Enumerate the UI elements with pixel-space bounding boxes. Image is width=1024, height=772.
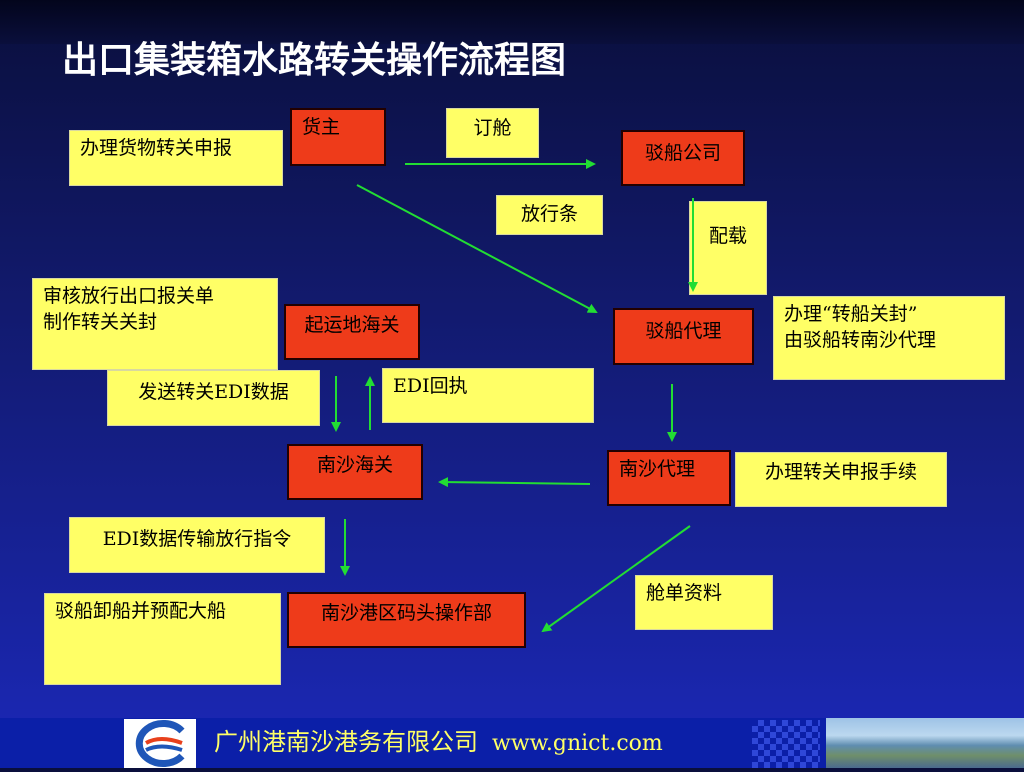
note-send-edi: 发送转关EDI数据 [107, 370, 320, 426]
company-url[interactable]: www.gnict.com [492, 731, 663, 756]
port-photo [826, 718, 1024, 768]
note-stowage: 配载 [689, 201, 767, 295]
note-transfer-procedures: 办理转关申报手续 [735, 452, 947, 507]
node-nansha-agent: 南沙代理 [607, 450, 731, 506]
arrow-nansha-agent-to-terminal [541, 525, 691, 633]
note-release-note: 放行条 [496, 195, 603, 235]
note-declare-transfer: 办理货物转关申报 [69, 130, 283, 186]
note-unload-barge: 驳船卸船并预配大船 [44, 593, 281, 685]
node-origin-customs: 起运地海关 [284, 304, 420, 360]
node-cargo-owner: 货主 [290, 108, 386, 166]
node-nansha-customs: 南沙海关 [287, 444, 423, 500]
note-transfer-seal: 办理“转船关封” 由驳船转南沙代理 [773, 296, 1005, 380]
note-edi-receipt: EDI回执 [382, 368, 594, 423]
top-band [0, 0, 1024, 44]
footer-checker-pattern [752, 720, 820, 768]
node-nansha-terminal: 南沙港区码头操作部 [287, 592, 526, 648]
note-booking: 订舱 [446, 108, 539, 158]
footer-company: 广州港南沙港务有限公司 www.gnict.com [214, 722, 663, 762]
node-barge-agent: 驳船代理 [613, 308, 754, 365]
company-name: 广州港南沙港务有限公司 [214, 728, 478, 756]
note-review-seal: 审核放行出口报关单 制作转关关封 [32, 278, 278, 370]
note-edi-release: EDI数据传输放行指令 [69, 517, 325, 573]
arrow-nansha-agent-to-customs [438, 477, 591, 488]
arrow-owner-to-barge-agent [356, 184, 598, 313]
note-manifest: 舱单资料 [635, 575, 773, 630]
node-barge-company: 驳船公司 [621, 130, 745, 186]
port-logo-icon [135, 720, 185, 767]
page-title: 出口集装箱水路转关操作流程图 [62, 40, 567, 81]
company-logo [124, 719, 196, 768]
